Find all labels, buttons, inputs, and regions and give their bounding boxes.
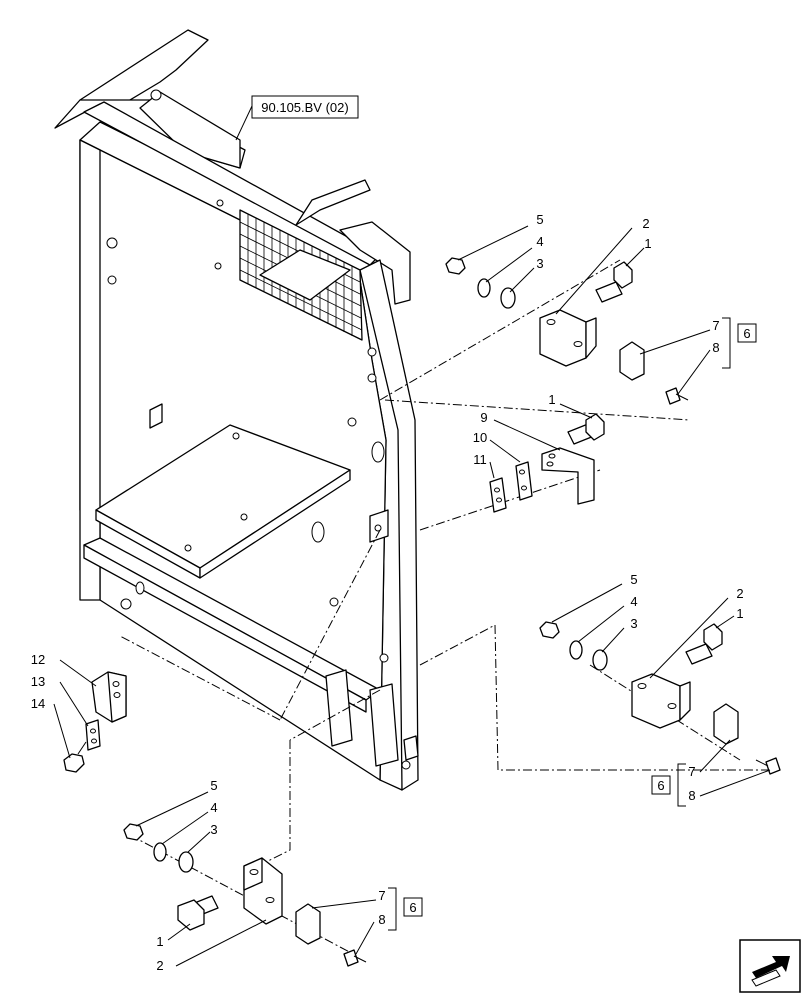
mid-hardware-group: 1 9 10 11 (473, 392, 605, 513)
spacer-plate-10 (515, 461, 533, 501)
callout-13: 13 (31, 674, 45, 689)
callout-6: 6 (743, 326, 750, 341)
callout-4: 4 (630, 594, 637, 609)
callout-3: 3 (210, 822, 217, 837)
top-hardware-group: 5 4 3 2 1 7 8 6 (445, 212, 757, 405)
slotted-bracket (631, 673, 691, 729)
slotted-bracket (243, 857, 283, 925)
flat-washer (592, 649, 608, 671)
bottom-hardware-group: 5 4 3 7 8 6 1 2 (123, 778, 423, 973)
screw (343, 949, 367, 967)
next-page-arrow-icon[interactable] (739, 939, 801, 993)
callout-4: 4 (536, 234, 543, 249)
callout-7: 7 (378, 888, 385, 903)
callout-2: 2 (736, 586, 743, 601)
callout-4: 4 (210, 800, 217, 815)
rubber-pad (619, 341, 645, 381)
callout-1: 1 (548, 392, 555, 407)
callout-14: 14 (31, 696, 45, 711)
callout-6: 6 (657, 778, 664, 793)
callout-5: 5 (630, 572, 637, 587)
reference-label: 90.105.BV (02) (261, 100, 348, 115)
bolt (595, 261, 633, 303)
spacer-plate-13 (85, 719, 101, 751)
callout-9: 9 (480, 410, 487, 425)
rubber-pad (713, 703, 739, 745)
frame-holes (106, 89, 411, 770)
hex-nut (123, 823, 144, 841)
right-hardware-group: 5 4 3 2 1 6 7 8 (539, 572, 781, 807)
callout-12: 12 (31, 652, 45, 667)
flat-washer (178, 851, 194, 873)
callout-7: 7 (712, 318, 719, 333)
callout-1: 1 (736, 606, 743, 621)
clip-bracket (541, 447, 595, 505)
callout-1: 1 (644, 236, 651, 251)
lock-washer (569, 640, 583, 660)
callout-3: 3 (630, 616, 637, 631)
callout-11: 11 (473, 452, 487, 467)
callout-6: 6 (409, 900, 416, 915)
bent-clip (91, 671, 127, 723)
callout-5: 5 (536, 212, 543, 227)
screw (665, 387, 689, 405)
callout-10: 10 (473, 430, 487, 445)
callout-8: 8 (378, 912, 385, 927)
callout-7: 7 (688, 764, 695, 779)
bolt (685, 623, 723, 665)
lock-washer (477, 278, 491, 298)
callout-8: 8 (688, 788, 695, 803)
callout-2: 2 (642, 216, 649, 231)
bolt (177, 895, 219, 931)
spacer-plate-11 (489, 477, 507, 513)
slotted-bracket (539, 309, 597, 367)
left-hardware-group: 12 13 14 (31, 652, 127, 773)
hex-nut (539, 621, 560, 639)
flange-bolt (63, 741, 87, 773)
callout-1: 1 (156, 934, 163, 949)
screw (755, 757, 781, 775)
callout-5: 5 (210, 778, 217, 793)
bolt (567, 413, 605, 445)
flat-washer (500, 287, 516, 309)
mesh-screen (239, 209, 363, 341)
frame-assembly (54, 29, 419, 791)
callout-2: 2 (156, 958, 163, 973)
callout-3: 3 (536, 256, 543, 271)
reference-callout[interactable]: 90.105.BV (02) (235, 95, 359, 141)
rubber-pad (295, 903, 321, 945)
callout-8: 8 (712, 340, 719, 355)
lock-washer (153, 842, 167, 862)
hex-nut (445, 257, 466, 275)
